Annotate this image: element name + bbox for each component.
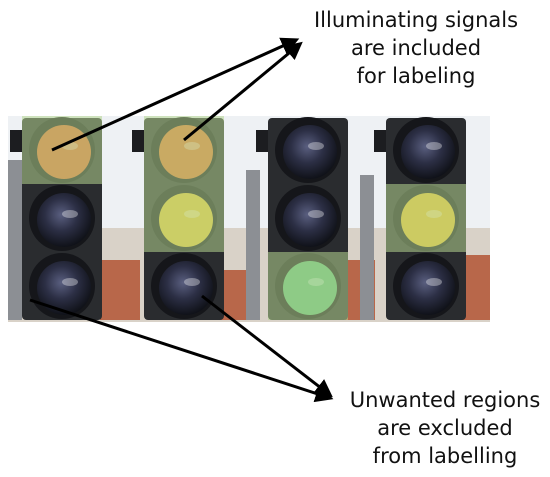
- lamp-unlit: [283, 125, 337, 179]
- traffic-light: [374, 117, 466, 320]
- mount-bracket: [132, 130, 144, 152]
- included-line-1: Illuminating signals: [313, 8, 519, 32]
- lamp-highlight: [184, 278, 200, 286]
- excluded-line-3: from labelling: [372, 444, 518, 468]
- lamp-highlight: [62, 278, 78, 286]
- excluded-line-1: Unwanted regions: [349, 388, 541, 412]
- lamp-unlit: [159, 261, 213, 315]
- label-bounding-box: [386, 184, 466, 252]
- lamp-unlit: [37, 261, 91, 315]
- lamp-highlight: [308, 210, 324, 218]
- mount-bracket: [10, 130, 22, 152]
- arrow-included-1: [51, 37, 300, 152]
- lamp-highlight: [62, 210, 78, 218]
- label-bounding-box: [268, 252, 348, 320]
- mount-bracket: [256, 130, 268, 152]
- arrow-excluded-1: [29, 298, 334, 403]
- excluded-annotation: Unwanted regions are excluded from label…: [340, 386, 550, 470]
- lamp-highlight: [426, 278, 442, 286]
- label-bounding-box: [22, 116, 102, 184]
- included-line-3: for labeling: [356, 64, 476, 88]
- label-bounding-box: [144, 184, 224, 252]
- lamp-highlight: [426, 142, 442, 150]
- included-line-2: are included: [350, 36, 482, 60]
- arrow-included-2: [183, 41, 303, 142]
- lamp-unlit: [401, 261, 455, 315]
- excluded-line-2: are excluded: [377, 416, 513, 440]
- traffic-light: [132, 116, 224, 320]
- lamp-unlit: [401, 125, 455, 179]
- traffic-lights: [10, 116, 466, 320]
- included-annotation: Illuminating signals are included for la…: [296, 6, 536, 90]
- traffic-light: [256, 117, 348, 320]
- arrow-excluded-2: [201, 294, 333, 398]
- mount-bracket: [374, 130, 386, 152]
- lamp-unlit: [37, 193, 91, 247]
- label-bounding-box: [144, 116, 224, 184]
- lamp-unlit: [283, 193, 337, 247]
- lamp-highlight: [308, 142, 324, 150]
